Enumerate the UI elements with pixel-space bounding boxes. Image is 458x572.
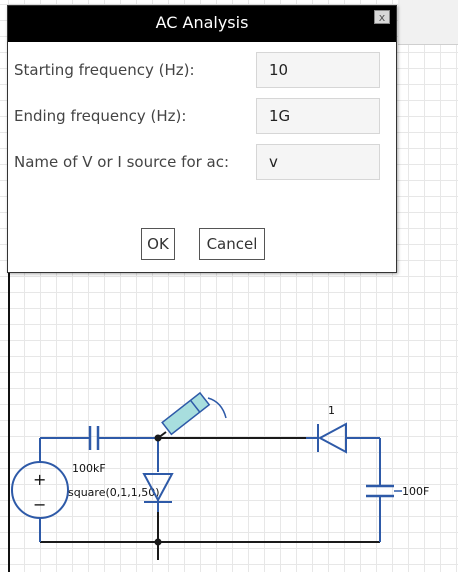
- source-name-label: Name of V or I source for ac:: [14, 153, 230, 171]
- diode-label: 1: [328, 404, 335, 417]
- ending-frequency-input[interactable]: [256, 98, 380, 134]
- capacitor1-label: 100kF: [72, 462, 106, 475]
- junction-dot-bottom: [154, 538, 162, 546]
- capacitor-100f[interactable]: [366, 484, 394, 498]
- capacitor2-label: 100F: [402, 485, 429, 498]
- starting-frequency-input[interactable]: [256, 52, 380, 88]
- cancel-button[interactable]: Cancel: [199, 228, 265, 260]
- close-icon[interactable]: x: [374, 10, 390, 24]
- source-name-input[interactable]: [256, 144, 380, 180]
- toolbar-strip: [398, 0, 458, 45]
- capacitor-100kf[interactable]: [88, 426, 100, 450]
- starting-frequency-label: Starting frequency (Hz):: [14, 61, 195, 79]
- ending-frequency-row: Ending frequency (Hz):: [8, 98, 396, 134]
- ok-button[interactable]: OK: [141, 228, 175, 260]
- probe-icon[interactable]: [157, 391, 227, 439]
- voltage-source[interactable]: + −: [11, 461, 69, 519]
- source-name-row: Name of V or I source for ac:: [8, 144, 396, 180]
- source-minus-sign: −: [33, 495, 46, 514]
- starting-frequency-row: Starting frequency (Hz):: [8, 52, 396, 88]
- dialog-title: AC Analysis: [155, 13, 249, 32]
- ending-frequency-label: Ending frequency (Hz):: [14, 107, 187, 125]
- source-plus-sign: +: [33, 470, 46, 489]
- diode-vertical[interactable]: [142, 473, 174, 512]
- ac-analysis-dialog: AC Analysis x Starting frequency (Hz): E…: [7, 5, 397, 273]
- diode-horizontal[interactable]: [317, 422, 347, 454]
- source-label: square(0,1,1,50): [68, 486, 160, 499]
- dialog-titlebar[interactable]: AC Analysis x: [8, 6, 396, 42]
- canvas-left-border: [8, 270, 10, 572]
